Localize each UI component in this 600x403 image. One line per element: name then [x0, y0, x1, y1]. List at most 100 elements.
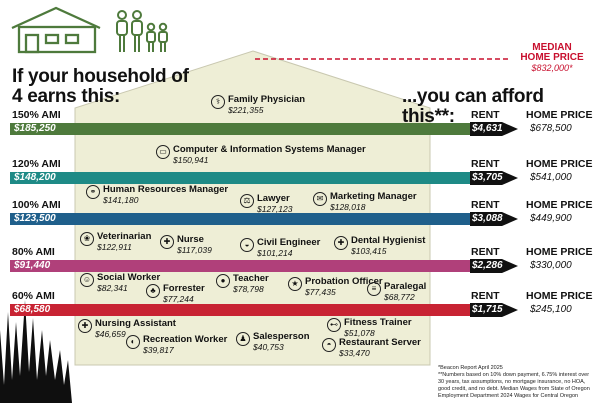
occupation-name: Paralegal — [384, 281, 427, 292]
occupation-civil-engineer: ◒Civil Engineer$101,214 — [240, 237, 320, 258]
stethoscope-icon: ⚕ — [211, 95, 225, 109]
income-band-4 — [10, 304, 470, 316]
occupation-salesperson: ♟Salesperson$40,753 — [236, 331, 310, 352]
rent-value: $1,715 — [472, 304, 503, 315]
occupation-name: Recreation Worker — [143, 334, 228, 345]
ami-label: 150% AMI — [12, 109, 61, 121]
rent-arrow-3 — [470, 259, 518, 273]
ami-label: 100% AMI — [12, 199, 61, 211]
occupation-wage: $39,817 — [143, 345, 174, 355]
occupation-wage: $103,415 — [351, 246, 387, 256]
occupation-name: Restaurant Server — [339, 337, 421, 348]
occupation-wage: $150,941 — [173, 155, 209, 165]
rent-arrow-4 — [470, 303, 518, 317]
occupation-name: Marketing Manager — [330, 191, 417, 202]
occupation-wage: $221,355 — [228, 105, 264, 115]
median-value: $832,000* — [531, 63, 573, 73]
occupation-name: Lawyer — [257, 193, 290, 204]
headline-left-line-1: If your household of — [12, 66, 189, 87]
home-price-label: HOME PRICE — [526, 199, 593, 211]
occupation-dental-hygienist: ✚Dental Hygienist$103,415 — [334, 235, 425, 256]
document-icon: ≡ — [367, 282, 381, 296]
occupation-wage: $51,078 — [344, 328, 375, 338]
rent-value: $3,088 — [472, 213, 503, 224]
occupation-name: Nurse — [177, 234, 204, 245]
occupation-veterinarian: ❀Veterinarian$122,911 — [80, 231, 151, 252]
occupation-recreation-worker: ◐Recreation Worker$39,817 — [126, 334, 227, 355]
rent-arrow-1 — [470, 171, 518, 185]
medical-cross-icon: ✚ — [160, 235, 174, 249]
occupation-name: Forrester — [163, 283, 205, 294]
occupation-name: Human Resources Manager — [103, 184, 229, 195]
home-price-value: $541,000 — [530, 172, 572, 183]
headline-left-line-2: 4 earns this: — [12, 86, 121, 107]
people-icon: ☺ — [80, 273, 94, 287]
home-price-value: $678,500 — [530, 123, 572, 134]
occupation-wage: $127,123 — [257, 204, 293, 214]
tree-icon: ♣ — [146, 284, 160, 298]
occupation-family-physician: ⚕Family Physician$221,355 — [211, 94, 305, 115]
occupation-marketing-manager: ✉Marketing Manager$128,018 — [313, 191, 417, 212]
occupation-name: Salesperson — [253, 331, 310, 342]
footnote-beacon: *Beacon Report April 2025 — [438, 365, 503, 371]
computer-icon: ▭ — [156, 145, 170, 159]
occupation-name: Probation Officer — [305, 276, 383, 287]
income-value: $123,500 — [14, 213, 56, 224]
footnotes: *Beacon Report April 2025 **Numbers base… — [438, 365, 596, 400]
occupation-wage: $82,341 — [97, 283, 128, 293]
occupation-wage: $117,039 — [177, 245, 212, 255]
ami-label: 60% AMI — [12, 290, 55, 302]
occupation-wage: $77,244 — [163, 294, 194, 304]
occupation-name: Nursing Assistant — [95, 318, 176, 329]
income-band-0 — [10, 123, 470, 135]
occupation-wage: $141,180 — [103, 195, 139, 205]
occupation-fitness-trainer: ⊷Fitness Trainer$51,078 — [327, 317, 412, 338]
person-icon: ♟ — [236, 332, 250, 346]
house-logo-icon — [11, 6, 101, 54]
rent-label: RENT — [471, 246, 500, 258]
occupation-name: Computer & Information Systems Manager — [173, 144, 366, 155]
medical-cross-icon: ✚ — [78, 319, 92, 333]
rent-arrow-2 — [470, 212, 518, 226]
occupation-nurse: ✚Nurse$117,039 — [160, 234, 212, 255]
occupation-name: Social Worker — [97, 272, 161, 283]
occupation-wage: $68,772 — [384, 292, 415, 302]
income-value: $148,200 — [14, 172, 56, 183]
median-label-1: MEDIAN — [532, 42, 572, 53]
income-band-3 — [10, 260, 470, 272]
occupation-wage: $78,798 — [233, 284, 264, 294]
occupation-wage: $77,435 — [305, 287, 336, 297]
home-price-label: HOME PRICE — [526, 246, 593, 258]
occupation-paralegal: ≡Paralegal$68,772 — [367, 281, 426, 302]
home-price-value: $245,100 — [530, 304, 572, 315]
apple-icon: ● — [216, 274, 230, 288]
median-label-2: HOME PRICE — [520, 52, 584, 63]
occupation-wage: $122,911 — [97, 242, 132, 252]
occupation-wage: $33,470 — [339, 348, 370, 358]
rent-value: $4,631 — [472, 123, 503, 134]
headline-right: ...you can afford this**: — [402, 86, 544, 127]
occupation-nursing-assistant: ✚Nursing Assistant$46,659 — [78, 318, 176, 339]
gavel-icon: ⚖ — [240, 194, 254, 208]
income-band-1 — [10, 172, 470, 184]
income-value: $185,250 — [14, 123, 56, 134]
income-band-2 — [10, 213, 470, 225]
occupation-human-resources-manager: ⚭Human Resources Manager$141,180 — [86, 184, 228, 205]
cloche-icon: ◓ — [322, 338, 336, 352]
home-price-label: HOME PRICE — [526, 158, 593, 170]
occupation-wage: $128,018 — [330, 202, 366, 212]
footnote-assumptions: **Numbers based on 10% down payment, 6.7… — [438, 372, 590, 399]
rent-label: RENT — [471, 109, 500, 121]
occupation-name: Teacher — [233, 273, 269, 284]
badge-icon: ★ — [288, 277, 302, 291]
occupation-name: Fitness Trainer — [344, 317, 412, 328]
grass-decoration — [0, 300, 72, 403]
handshake-icon: ⚭ — [86, 185, 100, 199]
megaphone-icon: ✉ — [313, 192, 327, 206]
occupation-name: Civil Engineer — [257, 237, 321, 248]
home-price-value: $449,900 — [530, 213, 572, 224]
occupation-restaurant-server: ◓Restaurant Server$33,470 — [322, 337, 421, 358]
home-price-label: HOME PRICE — [526, 109, 593, 121]
activity-icon: ◐ — [126, 335, 140, 349]
occupation-social-worker: ☺Social Worker$82,341 — [80, 272, 160, 293]
